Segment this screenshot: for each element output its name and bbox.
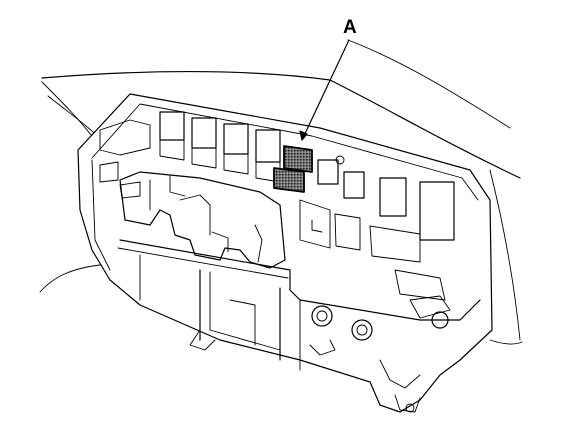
top-relay-row xyxy=(99,111,281,199)
relay-a xyxy=(273,145,313,193)
fuse-box-housing xyxy=(77,93,493,413)
right-components xyxy=(299,155,455,319)
left-cavity xyxy=(119,171,286,269)
callout-label-a: A xyxy=(343,17,357,38)
vehicle-body-outline xyxy=(39,39,523,345)
callout-leader-line xyxy=(299,39,350,141)
bolt-terminals xyxy=(311,305,449,413)
